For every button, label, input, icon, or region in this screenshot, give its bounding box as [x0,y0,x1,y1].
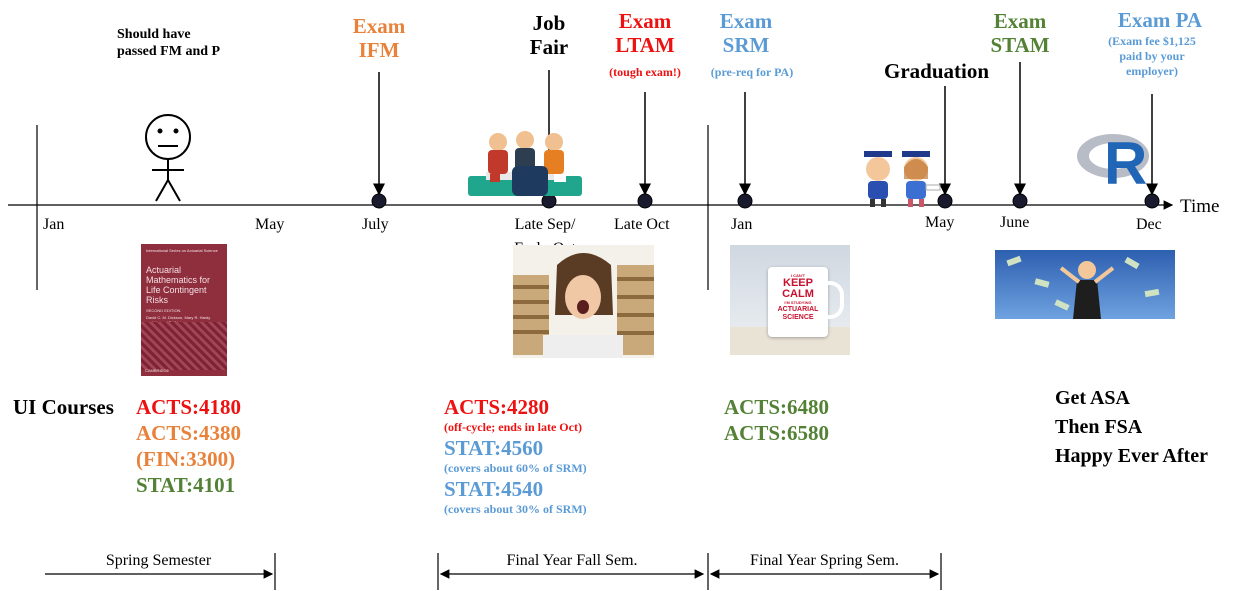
graduation-label: Graduation [884,59,990,83]
job-fair-label: Job Fair [529,11,569,59]
exam-srm-label: Exam SRM [719,9,773,57]
dot-jan [737,193,753,209]
exam-stam-label: Exam STAM [990,9,1050,57]
dot-oct [637,193,653,209]
pa-note: (Exam fee $1,125 paid by your employer) [1108,34,1196,78]
axis-time-label: Time [1180,196,1220,217]
dot-july [371,193,387,209]
spring-semester-label: Spring Semester [105,552,212,569]
dot-may [937,193,953,209]
exam-ifm-label: Exam IFM [352,14,406,62]
month-jan-1: Jan [43,216,65,233]
keep-calm-mug-image: I CAN'T KEEP CALM I'M STUDYING ACTUARIAL… [730,245,850,355]
money-rain-image [995,250,1175,319]
stick-figure-icon [145,114,191,202]
dot-dec [1144,193,1160,209]
final-spring-semester-label: Final Year Spring Sem. [750,552,899,569]
month-dec: Dec [1136,216,1162,233]
exam-ltam-label: Exam LTAM [615,9,675,57]
fall-courses: ACTS:4280 (off-cycle; ends in late Oct) … [444,395,587,516]
ui-courses-label: UI Courses [13,395,114,419]
ltam-note: (tough exam!) [609,65,681,79]
month-jan-2: Jan [731,216,753,233]
srm-note: (pre-req for PA) [710,65,794,79]
dot-june [1012,193,1028,209]
month-june: June [1000,214,1030,231]
month-late-oct: Late Oct [614,216,670,233]
job-fair-image [468,128,582,202]
textbook-cover-image: International Series on Actuarial Scienc… [141,244,227,376]
month-july: July [362,216,389,233]
spring-courses: ACTS:4180 ACTS:4380 (FIN:3300) STAT:4101 [136,395,242,497]
stressed-student-image [513,245,654,358]
exam-pa-label: Exam PA [1117,8,1203,32]
r-logo-icon: R [1075,126,1153,196]
final-spring-courses: ACTS:6480 ACTS:6580 [724,395,830,445]
after-graduation-goals: Get ASA Then FSA Happy Ever After [1055,387,1208,467]
graduates-image [860,145,944,207]
month-may-2: May [925,214,955,231]
fall-semester-label: Final Year Fall Sem. [506,552,638,569]
month-may-1: May [255,216,285,233]
prereq-note: Should have passed FM and P [117,27,221,59]
